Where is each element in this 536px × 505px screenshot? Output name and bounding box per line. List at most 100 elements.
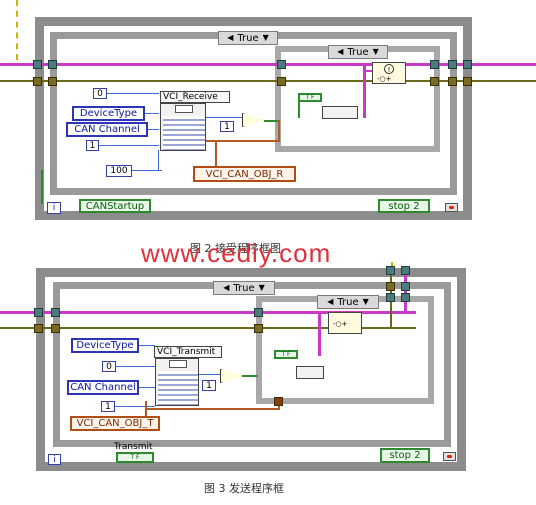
info-icon: ! [384, 64, 394, 74]
fig2-const-hundred[interactable]: 100 [106, 165, 132, 177]
fig3-const-zero[interactable]: 0 [102, 361, 116, 372]
fig2-tunnel [430, 77, 439, 86]
stop-icon[interactable] [443, 452, 456, 461]
fig2-tunnel [448, 77, 457, 86]
fig2-obj-indicator[interactable]: VCI_CAN_OBJ_R [193, 166, 296, 182]
fig2-cluster-wire [215, 140, 217, 166]
stop-icon[interactable] [445, 203, 458, 212]
fig3-wire [115, 406, 155, 407]
fig2-wire [99, 145, 159, 146]
fig3-vci-transmit-node[interactable] [155, 358, 199, 406]
fig3-ref-wire [0, 327, 416, 329]
fig2-case-selector[interactable]: ◀ True ▼ [218, 31, 278, 45]
fig2-bool-const[interactable]: T F [298, 93, 322, 102]
fig2-cluster-wire [206, 140, 280, 142]
fig3-cluster-wire [145, 408, 279, 410]
fig2-vci-receive-node[interactable] [160, 103, 206, 151]
fig3-tunnel [51, 308, 60, 317]
fig2-inner-label: True [347, 46, 369, 58]
fig3-tunnel [386, 266, 395, 275]
fig3-loop-index: i [48, 454, 61, 465]
fig3-tunnel [254, 324, 263, 333]
fig3-wire [139, 387, 155, 388]
fig3-const-one-text: 1 [105, 401, 111, 412]
watermark-text: www.cediy.com [141, 238, 332, 268]
fig3-stop-button[interactable]: stop 2 [380, 448, 430, 463]
fig2-wire [158, 150, 159, 170]
fig3-const-zero-text: 0 [106, 361, 112, 372]
down-arrow-icon: ▼ [372, 47, 379, 56]
fig2-caption-text: 图 2 接受程序框图 [190, 242, 281, 255]
left-arrow-icon: ◀ [227, 33, 234, 42]
fig2-wire [107, 93, 159, 94]
fig2-inner-selector[interactable]: ◀ True ▼ [328, 45, 388, 59]
fig2-vi-title: VCI_Receive [160, 91, 230, 103]
fig2-stop-button[interactable]: stop 2 [378, 199, 430, 213]
fig2-case-label: True [237, 32, 259, 44]
fig2-wire [132, 170, 162, 171]
fig2-cmp-const-text: 1 [224, 121, 230, 132]
fig2-tunnel [33, 60, 42, 69]
fig3-obj-control[interactable]: VCI_CAN_OBJ_T [70, 416, 160, 431]
fig3-inner-selector[interactable]: ◀ True ▼ [317, 295, 379, 309]
fig3-tunnel [34, 308, 43, 317]
fig3-tunnel [401, 282, 410, 291]
fig3-device-type[interactable]: DeviceType [71, 338, 139, 353]
fig3-stop-label: stop 2 [389, 450, 421, 461]
fig3-diagram: ◀ True ▼ ◀ True ▼ -○+ T F DeviceType 0 C… [0, 262, 536, 505]
fig3-loop-index-text: i [53, 454, 56, 465]
fig2-loop-index: i [47, 202, 61, 214]
fig3-vi-title-text: VCI_Transmit [157, 347, 216, 357]
fig3-cmp-const[interactable]: 1 [202, 380, 216, 391]
fig3-tunnel [386, 282, 395, 291]
left-arrow-icon: ◀ [223, 283, 230, 292]
fig3-transmit-bool: T F [130, 454, 140, 461]
fig2-const-hundred-text: 100 [110, 166, 128, 176]
down-arrow-icon: ▼ [258, 283, 265, 292]
fig2-const-one-text: 1 [89, 140, 96, 151]
fig2-wire [148, 129, 159, 130]
fig2-bool-text: T F [305, 94, 315, 101]
fig2-diagram: ◀ True ▼ ◀ True ▼ ! -○+ T F 0 DeviceType [0, 0, 536, 255]
fig2-can-channel[interactable]: CAN Channel [66, 122, 148, 137]
fig3-wire [242, 375, 258, 377]
fig2-tunnel [48, 77, 57, 86]
fig3-tunnel [274, 397, 283, 406]
fig3-transmit-label: Transmit [114, 442, 153, 452]
fig2-vi-terminals [163, 116, 205, 150]
fig2-device-type[interactable]: DeviceType [72, 106, 145, 121]
fig2-cmp-const[interactable]: 1 [220, 121, 234, 132]
fig2-unbundle-node [322, 106, 358, 119]
fig2-wire [206, 117, 242, 118]
fig2-tunnel [277, 77, 286, 86]
fig3-can-channel[interactable]: CAN Channel [67, 380, 139, 395]
fig2-obj-label: VCI_CAN_OBJ_R [205, 168, 284, 180]
fig2-stop-label: stop 2 [388, 200, 420, 212]
fig3-pink-right [404, 268, 407, 314]
fig2-cluster-wire [278, 120, 280, 142]
fig3-transmit-text: Transmit [114, 442, 153, 452]
fig3-tunnel [386, 293, 395, 302]
fig3-wire [116, 366, 155, 367]
fig2-const-zero[interactable]: 0 [93, 88, 107, 99]
fig3-case-selector[interactable]: ◀ True ▼ [213, 281, 275, 295]
fig2-tunnel [430, 60, 439, 69]
fig3-transmit-const[interactable]: T F [116, 452, 154, 463]
fig3-error-node[interactable]: -○+ [328, 312, 362, 334]
fig2-pink-up [363, 66, 366, 118]
fig3-const-one[interactable]: 1 [101, 401, 115, 412]
fig3-bool-text: T F [281, 351, 291, 358]
fig3-obj-label: VCI_CAN_OBJ_T [76, 418, 154, 429]
fig2-loop-index-text: i [52, 203, 56, 213]
fig3-wire [139, 345, 155, 346]
left-arrow-icon: ◀ [327, 297, 334, 306]
function-icon [175, 105, 193, 113]
error-io-icon: -○+ [377, 75, 392, 83]
fig3-unbundle-node [296, 366, 324, 379]
fig3-caption-text: 图 3 发送程序框 [204, 482, 284, 495]
fig2-error-node[interactable]: ! -○+ [372, 62, 406, 84]
fig2-canstartup-label: CANStartup [85, 200, 145, 212]
fig2-canstartup[interactable]: CANStartup [79, 199, 151, 213]
fig2-const-one[interactable]: 1 [86, 140, 99, 151]
fig3-bool-const[interactable]: T F [274, 350, 298, 359]
